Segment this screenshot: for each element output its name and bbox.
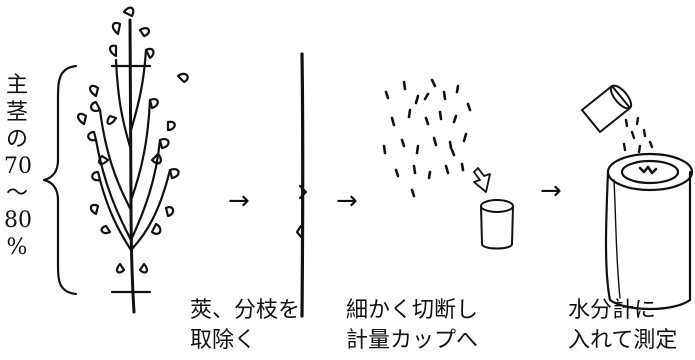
- stripped-stem-icon: [295, 52, 308, 318]
- soybean-plant-icon: [77, 6, 189, 314]
- side-label: 主 茎 の 70 〜 80 %: [4, 72, 32, 261]
- caption-line: 取除く: [190, 328, 257, 353]
- side-label-char: 70: [4, 154, 32, 179]
- measuring-cup-icon: [480, 199, 514, 250]
- step-arrow-1: →: [228, 186, 250, 216]
- side-label-char: 茎: [5, 100, 28, 125]
- caption-step-3: 水分計に 入れて測定: [568, 296, 677, 356]
- step-arrow-2: →: [336, 186, 358, 216]
- caption-line: 莢、分枝を: [190, 298, 301, 323]
- side-label-char: 〜: [5, 181, 28, 206]
- side-label-char: の: [5, 127, 28, 152]
- caption-step-2: 細かく切断し 計量カップへ: [346, 296, 478, 356]
- moisture-meter-icon: [604, 152, 694, 311]
- falling-pieces-icon: [622, 116, 654, 154]
- side-label-char: 主: [5, 73, 28, 98]
- pouring-cup-icon: [581, 84, 633, 133]
- caption-step-1: 莢、分枝を 取除く: [190, 296, 300, 356]
- chopped-pieces-icon: [382, 78, 472, 198]
- step-arrow-3: →: [540, 176, 562, 206]
- side-label-char: 80: [4, 208, 32, 233]
- pour-arrow-icon: [473, 167, 491, 193]
- caption-line: 入れて測定: [568, 328, 678, 353]
- side-label-char: %: [6, 235, 28, 260]
- caption-line: 計量カップへ: [346, 328, 479, 353]
- caption-line: 細かく切断し: [346, 298, 479, 323]
- caption-line: 水分計に: [568, 298, 657, 323]
- range-brace: [42, 64, 78, 296]
